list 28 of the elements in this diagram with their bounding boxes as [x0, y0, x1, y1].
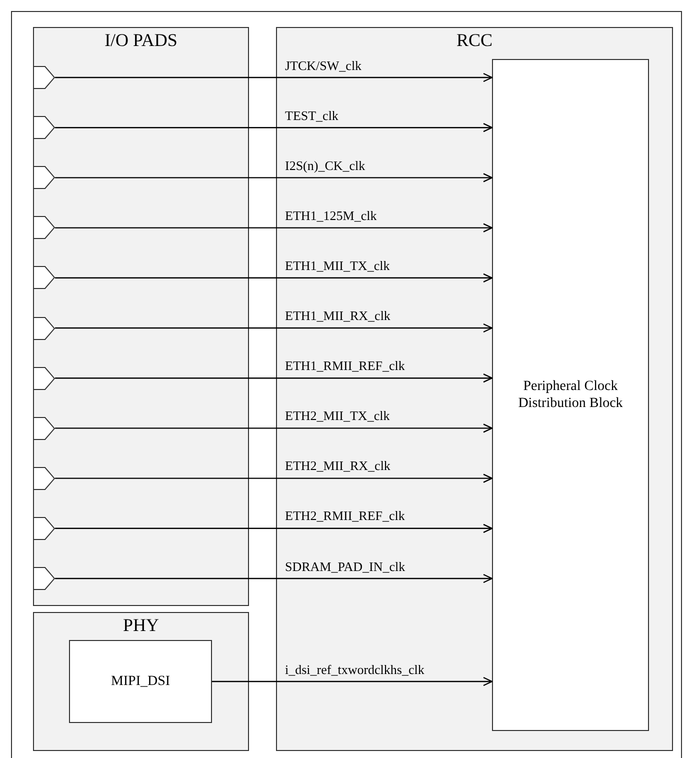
arrow [55, 323, 493, 333]
signal-label: ETH1_MII_RX_clk [284, 308, 392, 323]
arrow [55, 574, 493, 584]
arrow [55, 72, 493, 82]
signal-label: ETH2_RMII_REF_clk [284, 508, 406, 524]
signal-label: ETH2_MII_RX_clk [284, 458, 392, 474]
arrow [55, 173, 493, 182]
arrow [55, 524, 493, 533]
block-label: MIPI_DSI [110, 672, 172, 690]
block-label: Peripheral Clock Distribution Block [517, 378, 624, 412]
block-box [69, 640, 212, 723]
arrow [55, 273, 493, 282]
signal-label: i_dsi_ref_txwordclkhs_clk [284, 662, 426, 676]
arrow [55, 223, 493, 232]
signal-label: ETH2_MII_TX_clk [284, 408, 391, 424]
signal-label: ETH1_RMII_REF_clk [284, 358, 406, 374]
arrow [55, 424, 493, 433]
block-panel [33, 612, 249, 751]
panel-title: I/O PADS [104, 30, 178, 50]
block-panel [33, 27, 249, 606]
arrow [212, 676, 493, 686]
panel-title: RCC [456, 30, 493, 50]
arrow [55, 374, 493, 383]
block-box [492, 59, 649, 731]
arrow [55, 123, 493, 132]
panel-title: PHY [122, 615, 159, 635]
block-panel [276, 27, 673, 751]
arrow [55, 474, 493, 483]
